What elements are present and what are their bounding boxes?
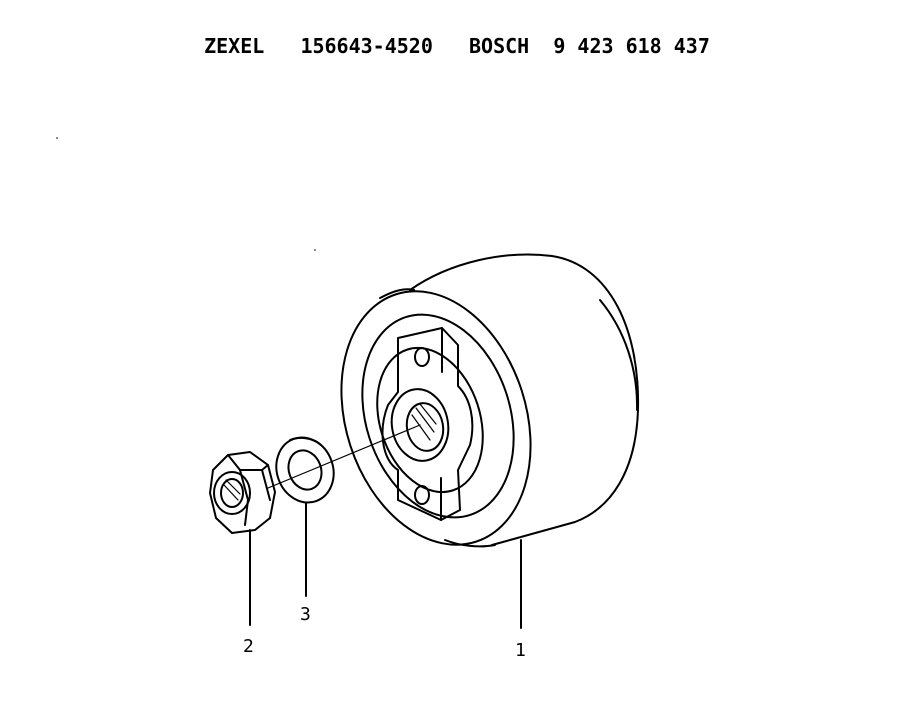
part-number-header: ZEXEL 156643-4520 BOSCH 9 423 618 437	[180, 10, 710, 58]
brand-bosch: BOSCH	[469, 34, 530, 58]
callout-2: 2	[243, 636, 254, 657]
lock-washer	[275, 436, 335, 504]
zexel-part-number: 156643-4520	[300, 34, 433, 58]
bosch-part-number: 9 423 618 437	[553, 34, 710, 58]
callout-3: 3	[300, 604, 311, 625]
coupling-drum	[340, 253, 640, 548]
assembly-axis	[267, 424, 421, 489]
brand-zexel: ZEXEL	[204, 34, 265, 58]
callout-1: 1	[515, 640, 526, 661]
scan-speck	[56, 137, 58, 139]
scan-speck	[314, 249, 316, 251]
hex-nut	[209, 451, 276, 534]
